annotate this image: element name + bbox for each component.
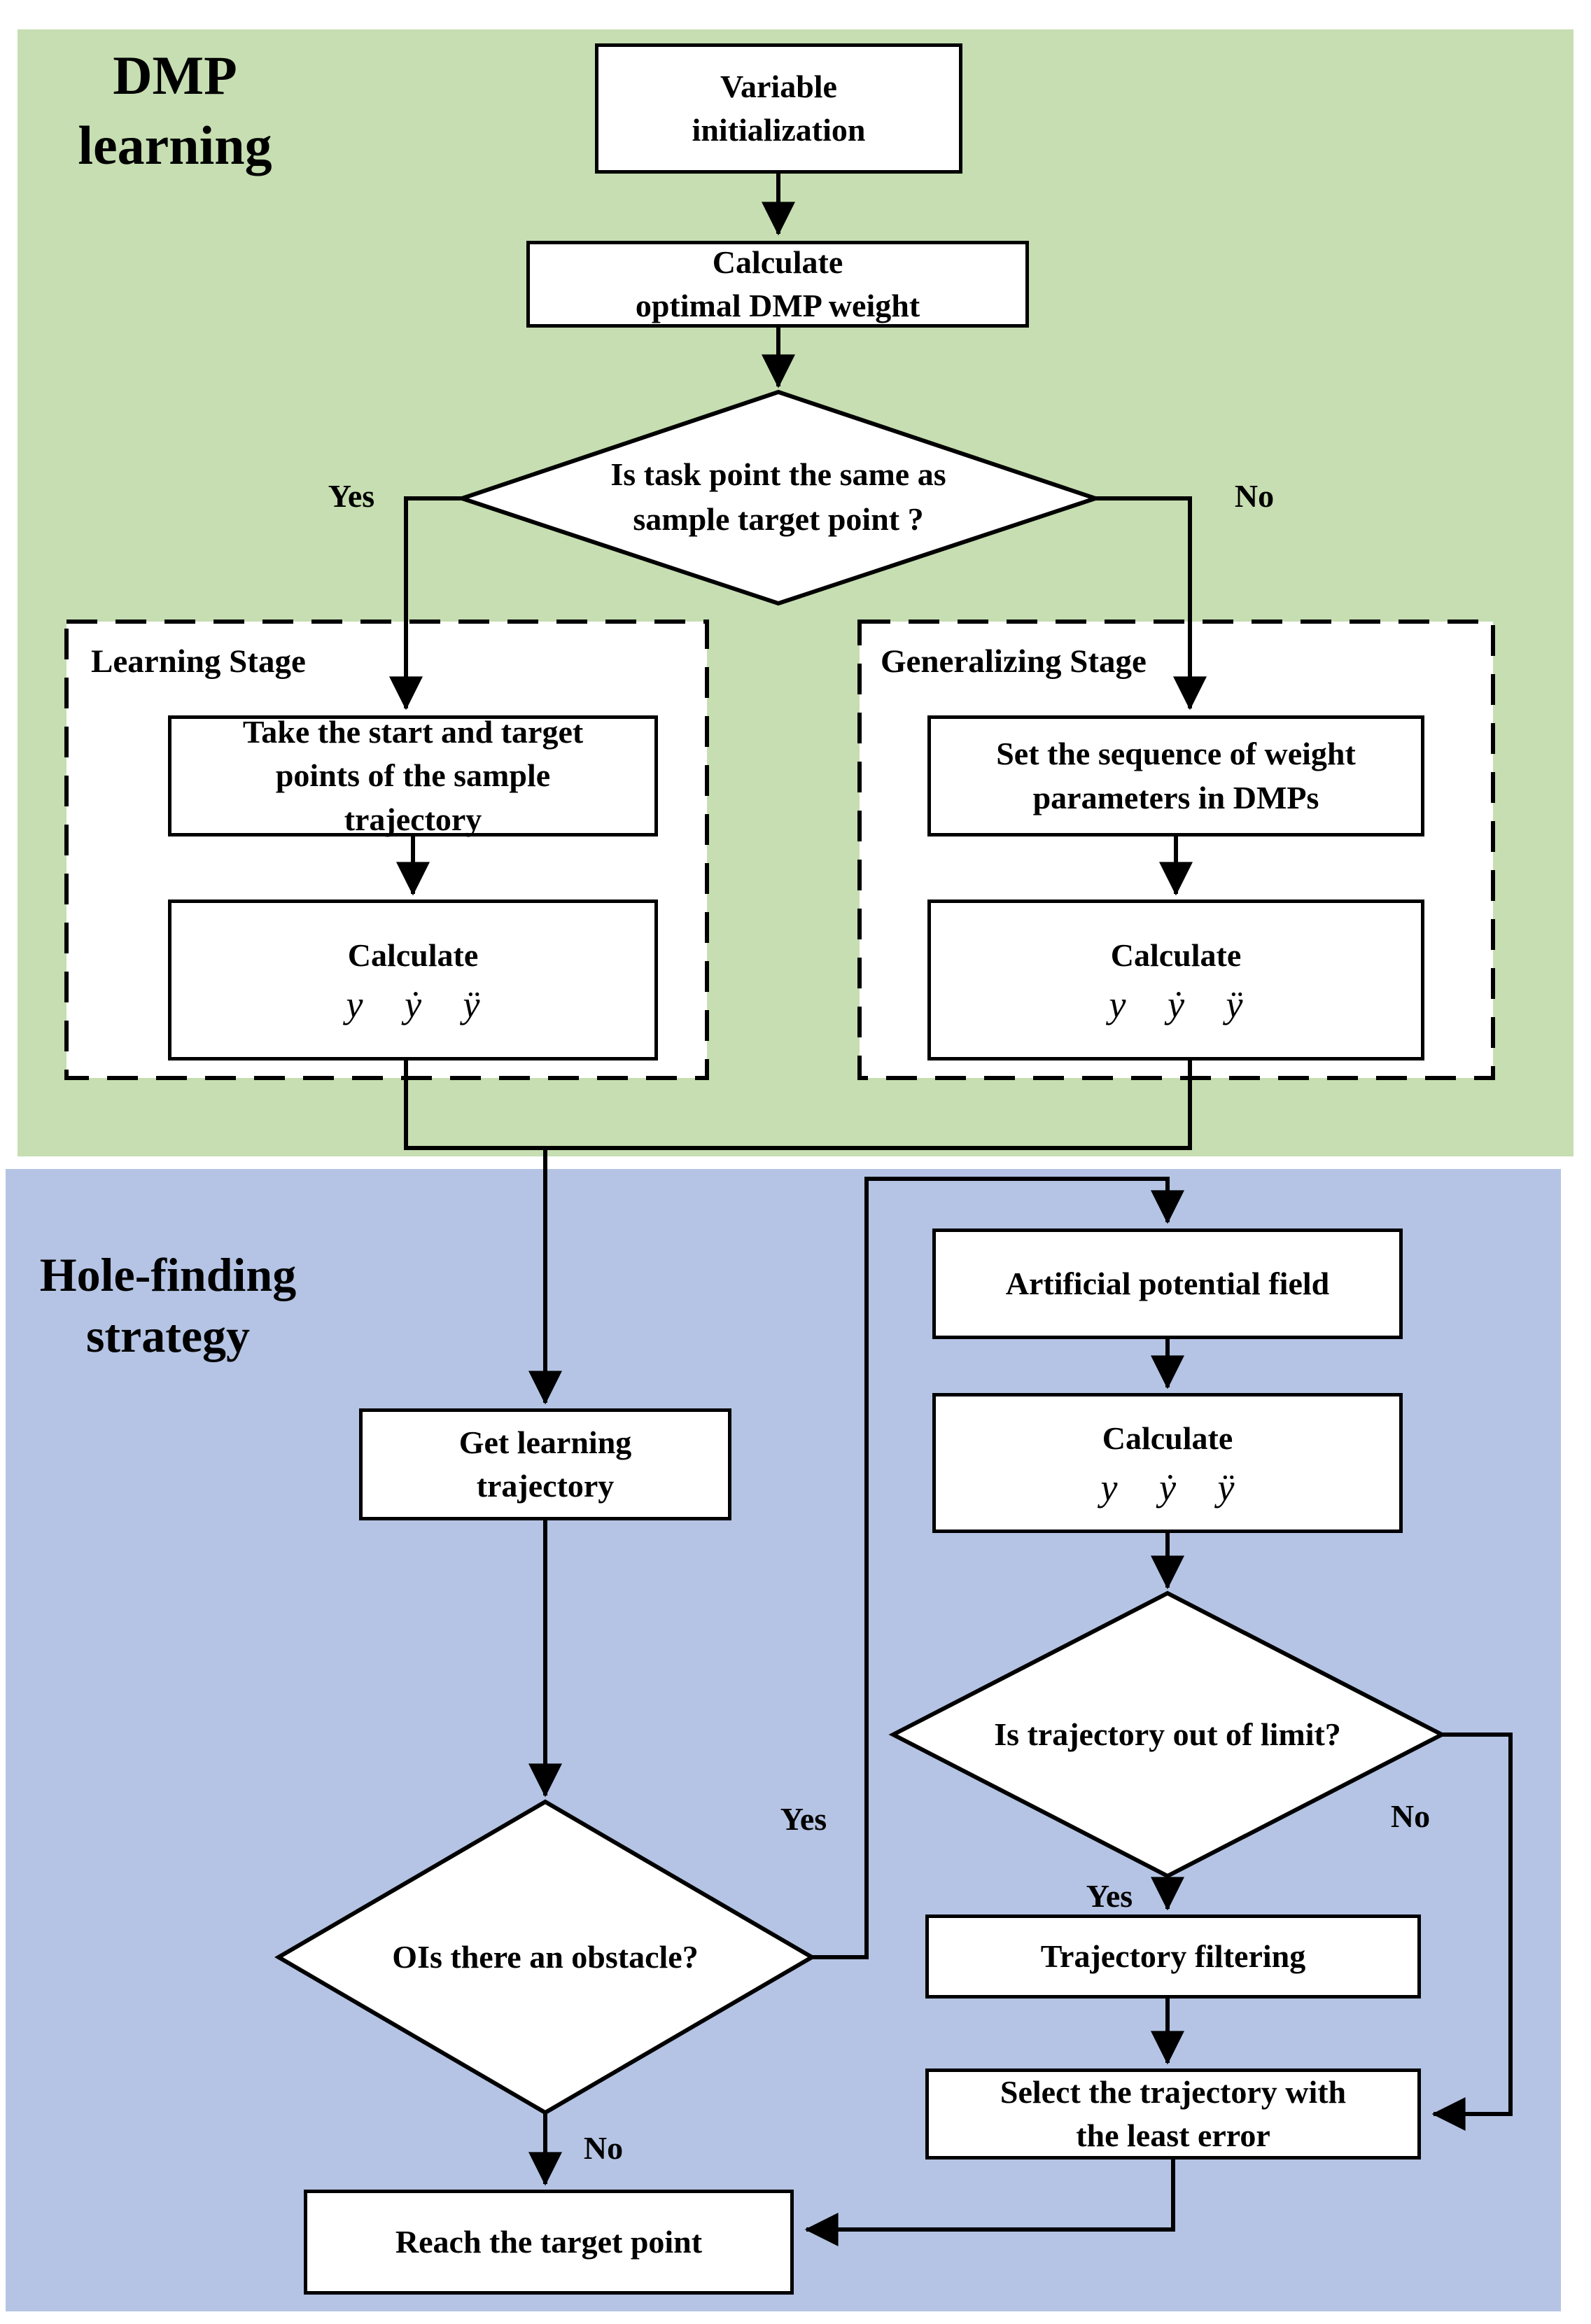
reach-line1: Reach the target point — [395, 2223, 703, 2260]
arrow-task-no-branch — [1095, 496, 1207, 710]
flow-box-calculate-derivatives-generalizing: Calculate y ẏ ÿ — [927, 899, 1424, 1060]
label-obstacle-yes: Yes — [780, 1801, 827, 1837]
flow-box-set-weight-sequence: Set the sequence of weight parameters in… — [927, 715, 1424, 836]
label-task-no: No — [1234, 478, 1275, 514]
label-limit-no: No — [1390, 1798, 1431, 1834]
flow-box-artificial-potential-field: Artificial potential field — [932, 1228, 1403, 1339]
flow-box-calculate-derivatives-apf: Calculate y ẏ ÿ — [932, 1393, 1403, 1533]
set-seq-line2: parameters in DMPs — [1032, 779, 1319, 816]
arrow-select-to-reach — [804, 2160, 1175, 2246]
calc-blue-title: Calculate — [1102, 1420, 1233, 1457]
label-limit-yes: Yes — [1086, 1878, 1133, 1914]
calc-weight-line2: optimal DMP weight — [635, 288, 920, 323]
flow-box-select-least-error-trajectory: Select the trajectory with the least err… — [925, 2068, 1421, 2160]
label-obstacle-no: No — [583, 2130, 624, 2166]
flow-box-variable-initialization: Variable initialization — [595, 43, 962, 174]
apf-line1: Artificial potential field — [1005, 1265, 1330, 1301]
label-task-yes: Yes — [328, 478, 375, 514]
traj-filter-line1: Trajectory filtering — [1040, 1938, 1306, 1974]
set-seq-line1: Set the sequence of weight — [996, 736, 1356, 772]
dmp-title-line1: DMP — [113, 45, 237, 106]
dmp-title-line2: learning — [78, 114, 272, 176]
hole-title-line2: strategy — [85, 1309, 251, 1363]
calc-left-title: Calculate — [347, 937, 479, 974]
decision-obstacle-diamond — [274, 1799, 816, 2115]
decision-task-point-diamond — [455, 389, 1102, 606]
hole-title-line1: Hole-finding — [39, 1248, 297, 1301]
take-start-line1: Take the start and target — [242, 714, 584, 750]
get-traj-line2: trajectory — [476, 1468, 615, 1504]
arrow-obstacle-yes-loop-to-apf — [812, 1177, 1184, 1959]
calc-left-math: y ẏ ÿ — [346, 983, 480, 1026]
flow-box-calculate-optimal-dmp-weight: Calculate optimal DMP weight — [526, 241, 1029, 328]
generalizing-stage-label: Generalizing Stage — [881, 643, 1147, 680]
dmp-learning-title: DMP learning — [59, 41, 290, 181]
hole-finding-title: Hole-finding strategy — [14, 1245, 322, 1366]
variable-initialization-line1: Variable — [720, 68, 837, 104]
calc-right-math: y ẏ ÿ — [1109, 983, 1243, 1026]
take-start-line3: trajectory — [344, 801, 482, 837]
variable-initialization-line2: initialization — [692, 112, 866, 148]
calc-weight-line1: Calculate — [712, 244, 843, 280]
flow-box-get-learning-trajectory: Get learning trajectory — [359, 1408, 731, 1520]
select-traj-line1: Select the trajectory with — [1000, 2073, 1347, 2110]
calc-blue-math: y ẏ ÿ — [1100, 1466, 1235, 1509]
decision-limit-diamond — [888, 1590, 1447, 1879]
connector-merge-line — [404, 1060, 1192, 1150]
flow-box-reach-target-point: Reach the target point — [304, 2190, 794, 2295]
take-start-line2: points of the sample — [275, 757, 551, 794]
arrow-limit-no-loop-to-select — [1431, 1732, 1513, 2131]
calc-right-title: Calculate — [1110, 937, 1242, 974]
flow-box-calculate-derivatives-learning: Calculate y ẏ ÿ — [168, 899, 658, 1060]
learning-stage-label: Learning Stage — [91, 643, 306, 680]
flow-box-trajectory-filtering: Trajectory filtering — [925, 1914, 1421, 1998]
get-traj-line1: Get learning — [458, 1424, 632, 1460]
arrow-task-yes-branch — [389, 496, 462, 710]
flow-box-take-start-target-points: Take the start and target points of the … — [168, 714, 658, 837]
select-traj-line2: the least error — [1076, 2118, 1270, 2153]
